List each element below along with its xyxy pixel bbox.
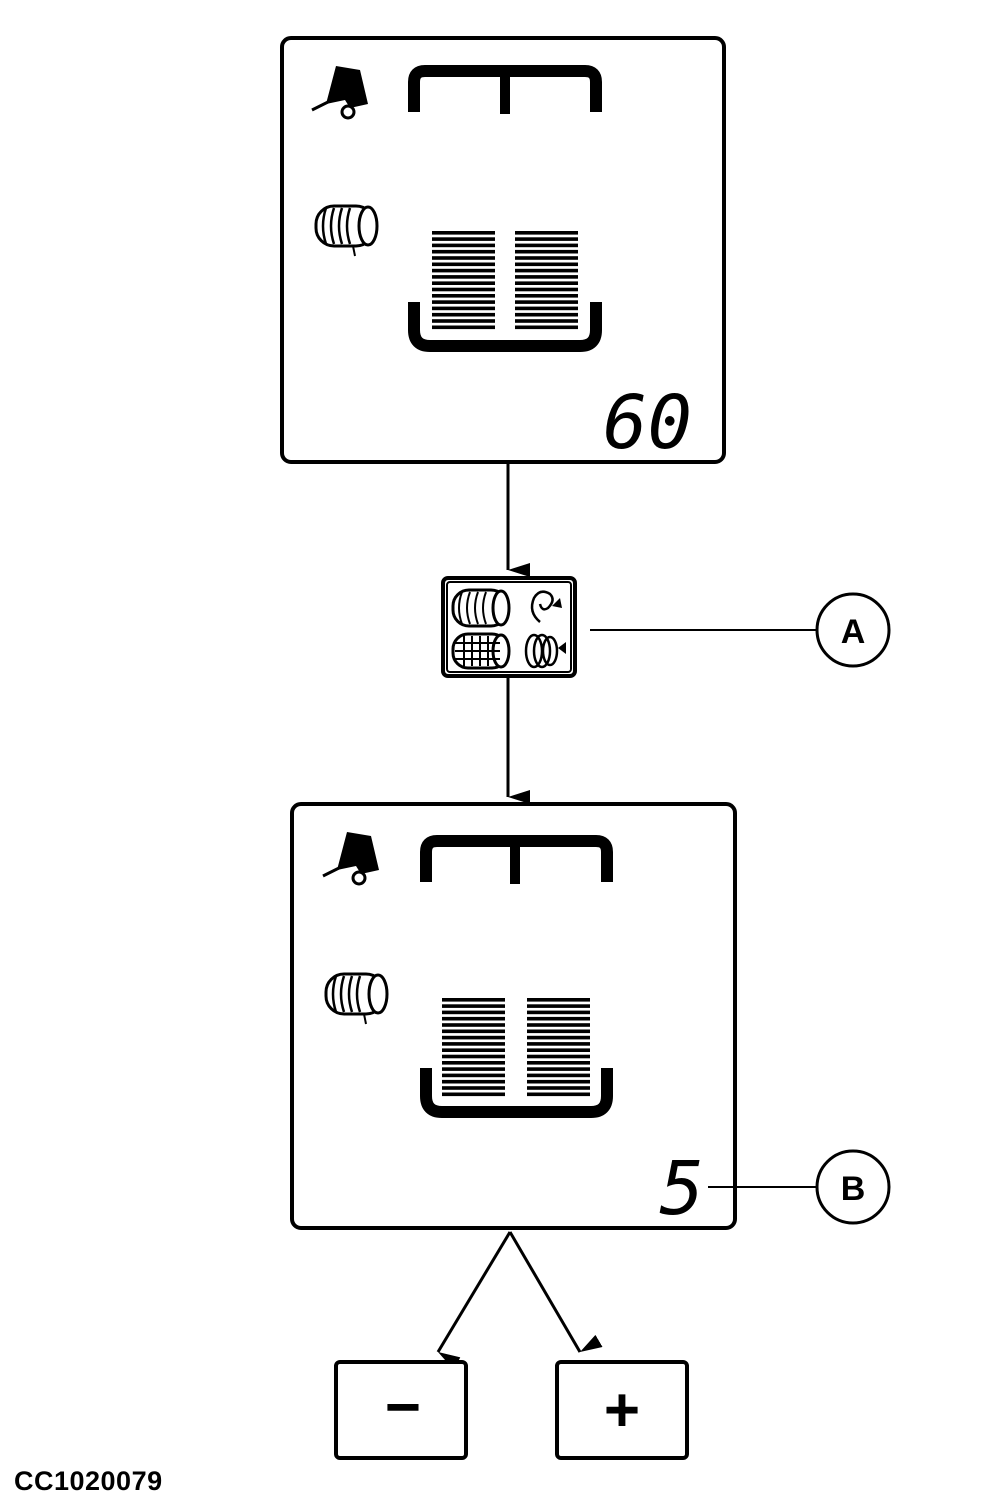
callout-b-label: B <box>841 1170 866 1208</box>
baler-icon <box>322 832 379 886</box>
bale-size-bar-segment <box>442 1048 505 1052</box>
wrap-type-selector[interactable] <box>441 576 577 678</box>
callout-a-label: A <box>841 613 866 651</box>
bale-size-bar-segment <box>515 249 578 254</box>
bale-size-bar-segment <box>515 300 578 304</box>
bale-size-bar-segment <box>527 1016 590 1021</box>
bale-size-bar-segment <box>515 312 578 317</box>
bale-size-bar-segment <box>432 281 495 285</box>
bale-size-bar-segment <box>515 287 578 292</box>
bale-size-bar-segment <box>515 325 578 330</box>
flow-arrow-minus <box>436 1231 512 1370</box>
figure-caption: CC1020079 <box>14 1466 163 1496</box>
bale-size-bar-segment <box>442 1010 505 1015</box>
bottom-display: 5 <box>290 802 737 1232</box>
bale-size-bar-segment <box>527 1061 590 1065</box>
bale-size-bar-segment <box>442 1029 505 1034</box>
bale-size-bar-segment <box>442 1086 505 1090</box>
bale-size-bar-segment <box>432 262 495 267</box>
bale-size-bar-segment <box>432 268 495 273</box>
bale-twine-icon <box>451 588 511 628</box>
top-display: 60 <box>280 36 726 466</box>
bale-size-bar-segment <box>527 1023 590 1027</box>
bale-size-bar-segment <box>442 1035 505 1040</box>
flow-arrow-plus <box>508 1231 603 1353</box>
bale-size-bar-segment <box>432 287 495 292</box>
bale-size-bar-segment <box>527 1035 590 1040</box>
bale-size-bar-segment <box>527 1073 590 1078</box>
bale-size-bar-segment <box>515 275 578 279</box>
bale-size-bar-segment <box>432 237 495 241</box>
bale-size-bar-segment <box>442 1067 505 1071</box>
bale-size-bar-segment <box>432 306 495 311</box>
bale-size-bar-segment <box>527 1029 590 1034</box>
bale-size-bar-segment <box>442 1016 505 1021</box>
bale-size-bar-segment <box>442 1073 505 1078</box>
bale-size-bar-segment <box>527 1054 590 1059</box>
minus-button[interactable]: − <box>334 1360 468 1460</box>
bale-size-bar-segment <box>515 294 578 298</box>
bale-size-bar-segment <box>515 231 578 235</box>
bale-net-icon <box>451 632 511 670</box>
bale-size-bar-segment <box>442 1004 505 1008</box>
bale-size-bar-segment <box>442 1054 505 1059</box>
bale-size-bar-segment <box>527 1086 590 1090</box>
bottom-display-value: 5 <box>659 1146 704 1232</box>
bale-size-bar-segment <box>442 1061 505 1065</box>
bale-size-bar-segment <box>432 231 495 235</box>
bale-size-bar-segment <box>527 1004 590 1008</box>
bale-size-bar-segment <box>515 256 578 260</box>
top-display-value: 60 <box>603 380 692 466</box>
bale-size-bar-segment <box>442 1079 505 1084</box>
bale-size-bar-segment <box>442 1092 505 1097</box>
bale-size-bar-segment <box>432 319 495 323</box>
twine-wrap-icon <box>530 590 562 623</box>
bale-size-bar-segment <box>527 1010 590 1015</box>
bale-size-bar-segment <box>432 294 495 298</box>
bale-size-bar-segment <box>527 1092 590 1097</box>
bale-size-bar-segment <box>515 262 578 267</box>
net-wrap-icon <box>524 633 566 669</box>
bale-size-bar-segment <box>432 300 495 304</box>
bale-size-bar-segment <box>527 1079 590 1084</box>
bale-size-bar-segment <box>442 1042 505 1046</box>
bale-twine-icon <box>314 204 379 257</box>
bale-size-bars <box>408 231 602 352</box>
bale-size-bar-segment <box>442 998 505 1002</box>
bale-size-bar-segment <box>515 268 578 273</box>
baler-icon <box>311 66 368 120</box>
bale-size-bar-segment <box>432 312 495 317</box>
bale-chamber-gate-icon <box>408 65 602 114</box>
bale-size-bar-segment <box>432 249 495 254</box>
bale-chamber-gate-icon <box>420 835 613 884</box>
bale-size-bar-segment <box>515 281 578 285</box>
bale-size-bar-segment <box>432 256 495 260</box>
bale-size-bar-segment <box>515 243 578 248</box>
plus-button[interactable]: + <box>555 1360 689 1460</box>
bale-size-bar-segment <box>515 306 578 311</box>
bale-size-bar-segment <box>527 1048 590 1052</box>
callout-a: A <box>590 592 891 668</box>
bale-size-bar-segment <box>432 243 495 248</box>
bale-size-bar-segment <box>527 998 590 1002</box>
bale-size-bar-segment <box>432 275 495 279</box>
bale-size-bar-segment <box>527 1042 590 1046</box>
callout-b: B <box>708 1149 891 1225</box>
bale-size-bar-segment <box>515 237 578 241</box>
bale-size-bar-segment <box>515 319 578 323</box>
bale-size-bar-segment <box>442 1023 505 1027</box>
bale-size-bar-segment <box>432 325 495 330</box>
bale-size-bar-segment <box>527 1067 590 1071</box>
minus-button-label: − <box>385 1373 421 1442</box>
plus-button-label: + <box>604 1376 640 1445</box>
bale-size-bars <box>420 998 613 1118</box>
bale-twine-icon <box>324 972 389 1025</box>
